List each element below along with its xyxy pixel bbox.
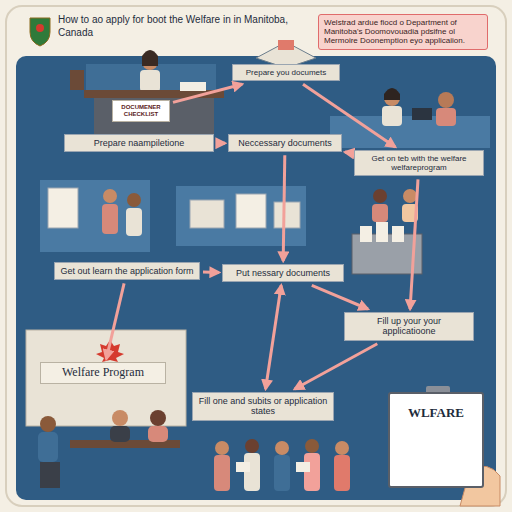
step-label: Neccessary documents (228, 134, 342, 152)
flow-arrow (283, 155, 285, 261)
node-text: Put nessary documents (228, 268, 338, 278)
flow-arrow (173, 84, 242, 102)
node-text: Get out learn the application form (60, 266, 194, 276)
callout-box: Welstrad ardue fiocd o Department of Man… (318, 14, 488, 50)
step-label: Prepare naampiletione (64, 134, 214, 152)
node-text: Prepare you documets (238, 68, 334, 77)
step-label: Get on teb with the welfare welfareprogr… (354, 150, 484, 176)
blue-panel (16, 56, 496, 500)
step-label: Prepare you documets (232, 64, 340, 81)
program-board: Welfare Program (40, 362, 166, 384)
desk-sign: DOCUMENER CHECKLIST (112, 100, 170, 122)
node-text: WLFARE (395, 406, 477, 421)
node-text: Prepare naampiletione (70, 138, 208, 148)
node-text: Neccessary documents (234, 138, 336, 148)
flow-arrow (106, 283, 124, 359)
welfare-office-scene (26, 330, 186, 488)
people-group (214, 439, 350, 491)
node-text: DOCUMENER CHECKLIST (118, 104, 164, 118)
outer-frame (6, 6, 506, 506)
flow-arrow (312, 285, 368, 309)
flow-arrow (295, 344, 378, 389)
step-label: Put nessary documents (222, 264, 344, 282)
clipboard: WLFARE (388, 392, 484, 488)
node-text: Get on teb with the welfare welfareprogr… (360, 154, 478, 172)
paper-stacks (176, 186, 306, 246)
node-text: Welfare Program (46, 366, 160, 380)
crest-icon (30, 18, 50, 46)
people-group (40, 180, 150, 252)
file-box (352, 189, 422, 274)
flow-arrow (266, 285, 282, 389)
step-label: Fill one and subits or application state… (192, 392, 334, 421)
node-text: Fill one and subits or application state… (198, 396, 328, 417)
node-text: Fill up your your applicatioone (350, 316, 468, 337)
title: How to ao apply for boot the Welfare in … (58, 14, 288, 39)
node-text: Welstrad ardue fiocd o Department of Man… (324, 18, 482, 46)
step-label: Fill up your your applicatioone (344, 312, 474, 341)
flow-arrow (410, 179, 418, 309)
flow-arrow (217, 142, 225, 145)
flow-arrow (203, 271, 219, 274)
step-label: Get out learn the application form (54, 262, 200, 280)
office-desk-scene (70, 50, 224, 134)
flow-arrow (345, 151, 351, 155)
